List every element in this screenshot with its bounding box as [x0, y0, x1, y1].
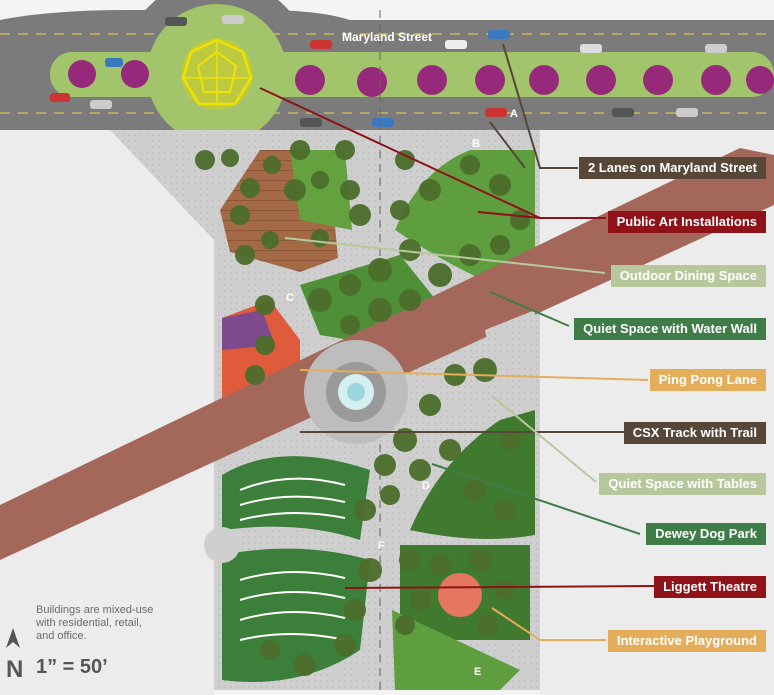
zone-letter-d: D — [422, 480, 430, 492]
building-west — [0, 128, 214, 695]
callout-csx-trail: CSX Track with Trail — [623, 422, 766, 444]
callout-public-art: Public Art Installations — [607, 211, 766, 233]
public-art-sculpture — [181, 38, 253, 110]
median-trees — [68, 60, 774, 97]
north-label: N — [6, 656, 24, 683]
zone-letter-b: B — [472, 138, 480, 150]
zone-letter-e: E — [474, 666, 482, 678]
buildings-note: Buildings are mixed-use with residential… — [36, 604, 154, 642]
north-arrow-icon — [6, 628, 20, 648]
callout-quiet-tables: Quiet Space with Tables — [599, 473, 766, 495]
callout-outdoor-dining: Outdoor Dining Space — [610, 265, 766, 287]
zone-letter-f: F — [378, 540, 385, 552]
zone-letter-a: A — [510, 108, 518, 120]
north-green — [290, 150, 352, 230]
callout-playground: Interactive Playground — [607, 630, 766, 652]
street-label: Maryland Street — [342, 30, 433, 44]
zone-letter-c: C — [286, 292, 294, 304]
callout-lanes: 2 Lanes on Maryland Street — [578, 157, 766, 179]
scale-label: 1” = 50’ — [36, 656, 108, 678]
callout-ping-pong: Ping Pong Lane — [649, 369, 766, 391]
callout-quiet-water: Quiet Space with Water Wall — [574, 318, 766, 340]
south-green — [392, 610, 520, 690]
cars — [50, 15, 727, 127]
park-trees — [195, 140, 530, 676]
liggett-theatre — [204, 456, 370, 682]
leader-lines — [259, 43, 657, 641]
quiet-tables — [485, 310, 535, 400]
callout-dog-park: Dewey Dog Park — [646, 523, 766, 545]
callout-liggett-theatre: Liggett Theatre — [654, 576, 766, 598]
